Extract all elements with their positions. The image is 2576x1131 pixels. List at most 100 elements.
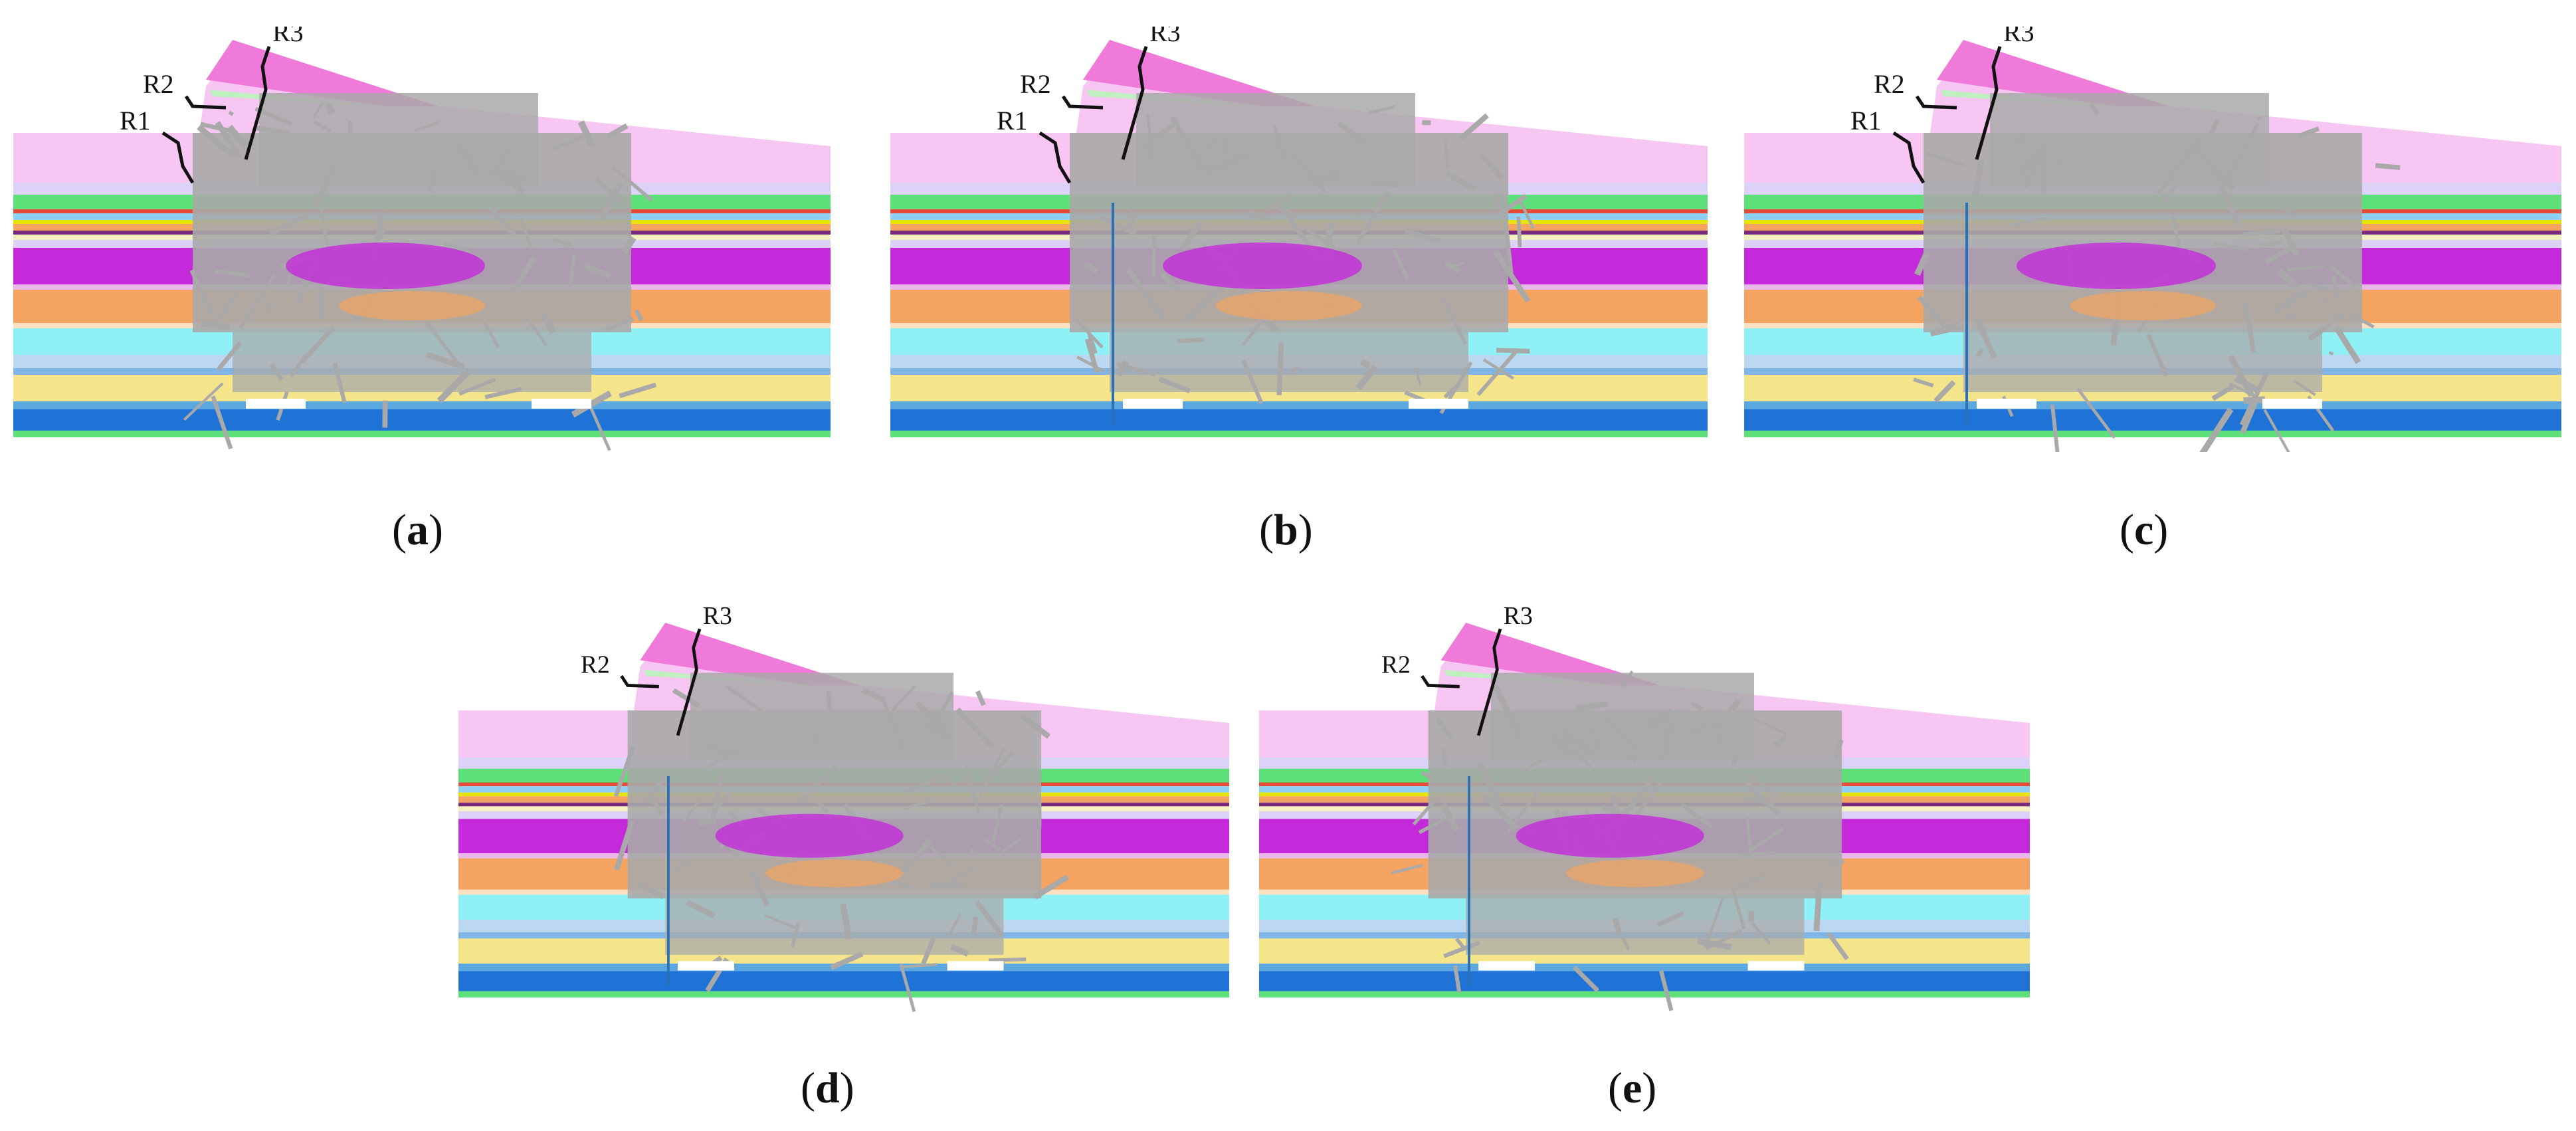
stratum-20: [458, 991, 1229, 998]
crack: [1492, 684, 1524, 740]
crack: [861, 688, 885, 702]
crack: [975, 690, 986, 706]
crack: [1412, 796, 1439, 826]
stratum-18: [890, 401, 1708, 409]
crack: [2242, 300, 2256, 354]
crack: [519, 216, 533, 250]
crack: [425, 320, 460, 365]
crack: [1933, 379, 1956, 403]
crack: [1367, 105, 1395, 115]
crack: [1355, 364, 1378, 391]
crack: [2293, 379, 2316, 397]
crack: [940, 771, 957, 788]
crack: [1612, 917, 1623, 936]
crack: [2146, 333, 2169, 377]
crack: [587, 401, 611, 451]
collapse-upper: [1136, 93, 1415, 186]
crack: [2011, 134, 2028, 147]
crack: [606, 123, 629, 140]
crack: [1264, 193, 1293, 211]
crack: [939, 691, 954, 715]
orange-patch: [1566, 859, 1704, 888]
stratum-20: [1744, 431, 2561, 437]
crack: [526, 318, 547, 346]
crack: [603, 317, 635, 332]
caption-d: (d): [801, 1064, 854, 1112]
crack: [1098, 215, 1137, 236]
crack: [1691, 702, 1703, 711]
crack: [2298, 126, 2320, 138]
stratum-18: [1744, 401, 2561, 409]
crack: [1351, 212, 1363, 217]
crack: [1151, 235, 1156, 278]
crack: [1391, 249, 1410, 281]
crack: [427, 169, 437, 192]
crack: [2076, 387, 2116, 439]
orange-patch: [1216, 291, 1362, 320]
crack: [2263, 409, 2290, 452]
crack: [568, 255, 577, 288]
crack: [1169, 116, 1206, 171]
void-left: [246, 399, 306, 409]
stratum-19: [1259, 971, 2030, 991]
crack: [2256, 116, 2261, 121]
crack: [1084, 338, 1100, 373]
crack: [491, 166, 527, 182]
crack: [2211, 383, 2235, 401]
stratum-18: [13, 401, 831, 409]
crack: [1926, 152, 1965, 167]
void-left: [1478, 961, 1535, 971]
crack: [764, 914, 796, 929]
crack: [1647, 716, 1670, 732]
crack: [1033, 874, 1069, 900]
magenta-patch: [1163, 243, 1362, 289]
crack: [1827, 932, 1849, 961]
crack: [900, 963, 938, 969]
crack: [2157, 138, 2200, 195]
crack: [213, 268, 250, 278]
crack: [484, 387, 522, 399]
crack: [227, 124, 252, 154]
crack: [1522, 757, 1546, 772]
crack: [1831, 859, 1844, 867]
crack: [1355, 191, 1389, 245]
crack: [1440, 803, 1460, 832]
label-r3: R3: [1149, 27, 1181, 47]
crack: [1337, 121, 1370, 148]
crack: [1287, 366, 1300, 375]
crack: [1496, 194, 1528, 218]
crack: [1292, 153, 1326, 193]
caption-c: (c): [2120, 506, 2169, 554]
crack: [2240, 399, 2258, 435]
crack: [672, 688, 700, 708]
crack: [577, 120, 596, 148]
crack: [650, 797, 664, 816]
crack: [1634, 779, 1664, 817]
crack: [799, 764, 837, 803]
collapse-lower: [1963, 332, 2322, 392]
crack: [595, 177, 624, 205]
collapse-upper: [690, 672, 954, 761]
crack: [725, 684, 763, 712]
crack: [1019, 712, 1051, 739]
crack: [1974, 317, 1997, 360]
crack: [2264, 243, 2296, 264]
crack: [1773, 734, 1788, 748]
crack: [827, 691, 832, 712]
crack: [983, 837, 1001, 851]
crack: [1241, 359, 1264, 405]
stratum-19: [13, 409, 831, 431]
label-r1: R1: [1850, 106, 1882, 136]
crack: [239, 274, 276, 329]
crack: [1656, 911, 1684, 927]
crack: [1739, 851, 1775, 857]
crack: [1744, 781, 1781, 816]
crack: [971, 916, 979, 935]
